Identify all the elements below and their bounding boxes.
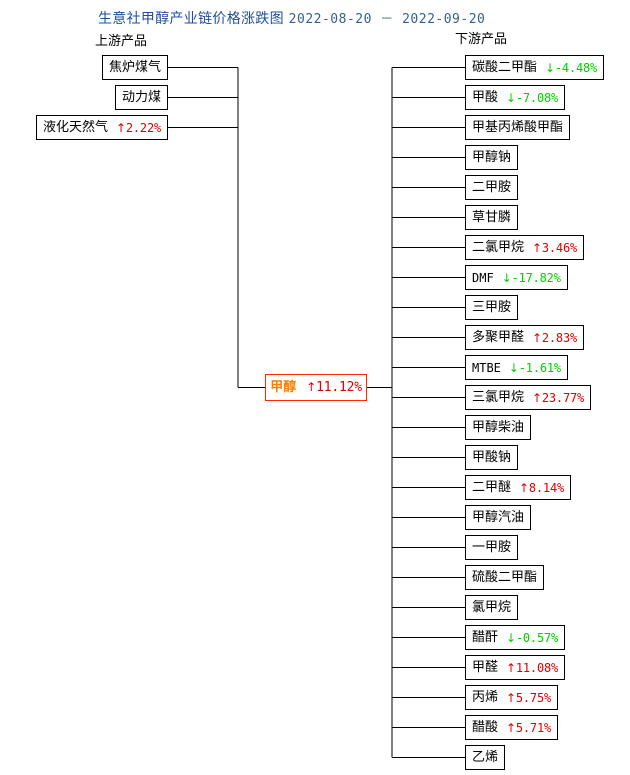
node-label: 三氯甲烷 xyxy=(472,390,525,405)
upstream-node-0[interactable]: 焦炉煤气 xyxy=(101,55,168,80)
arrow-down-icon: ↓ xyxy=(506,90,516,105)
downstream-node-11[interactable]: 三氯甲烷 ↑23.77% xyxy=(465,385,592,410)
title-text: 生意社甲醇产业链价格涨跌图 xyxy=(98,11,284,27)
downstream-node-16[interactable]: 一甲胺 xyxy=(465,535,519,560)
node-change-up: ↑23.77% xyxy=(532,390,585,405)
arrow-up-icon: ↑ xyxy=(532,240,542,255)
node-label: 氯甲烷 xyxy=(472,600,512,615)
node-label: 醋酸 xyxy=(472,720,499,735)
downstream-node-10[interactable]: MTBE ↓-1.61% xyxy=(465,355,568,380)
node-change-up: ↑5.71% xyxy=(506,720,551,735)
node-label: 甲酸 xyxy=(472,90,499,105)
downstream-node-20[interactable]: 甲醛 ↑11.08% xyxy=(465,655,566,680)
downstream-node-5[interactable]: 草甘膦 xyxy=(465,205,519,230)
node-change-up: ↑5.75% xyxy=(506,690,551,705)
node-label: 动力煤 xyxy=(121,90,161,105)
date-range: 2022-08-20 － 2022-09-20 xyxy=(288,12,486,27)
arrow-up-icon: ↑ xyxy=(506,660,516,675)
node-change-up: ↑2.22% xyxy=(116,120,161,135)
node-change-down: ↓-4.48% xyxy=(545,60,598,75)
downstream-node-0[interactable]: 碳酸二甲酯 ↓-4.48% xyxy=(465,55,605,80)
arrow-down-icon: ↓ xyxy=(506,630,516,645)
node-label: 甲醇汽油 xyxy=(472,510,525,525)
node-change-up: ↑2.83% xyxy=(532,330,577,345)
downstream-node-22[interactable]: 醋酸 ↑5.71% xyxy=(465,715,558,740)
node-label: 多聚甲醛 xyxy=(472,330,525,345)
node-change-down: ↓-1.61% xyxy=(508,360,561,375)
node-change-down: ↓-7.08% xyxy=(506,90,559,105)
arrow-up-icon: ↑ xyxy=(116,120,126,135)
arrow-down-icon: ↓ xyxy=(545,60,555,75)
node-change-up: ↑11.12% xyxy=(306,380,362,395)
node-label: 液化天然气 xyxy=(43,120,109,135)
arrow-up-icon: ↑ xyxy=(532,390,542,405)
node-label: 乙烯 xyxy=(472,750,499,765)
arrow-up-icon: ↑ xyxy=(532,330,542,345)
node-label: 焦炉煤气 xyxy=(108,60,161,75)
center-node-methanol[interactable]: 甲醇 ↑11.12% xyxy=(265,374,367,401)
node-label: 三甲胺 xyxy=(472,300,512,315)
arrow-up-icon: ↑ xyxy=(506,720,516,735)
downstream-node-7[interactable]: DMF ↓-17.82% xyxy=(465,265,568,290)
node-label: 碳酸二甲酯 xyxy=(472,60,538,75)
downstream-node-9[interactable]: 多聚甲醛 ↑2.83% xyxy=(465,325,584,350)
arrow-up-icon: ↑ xyxy=(306,380,317,394)
downstream-node-2[interactable]: 甲基丙烯酸甲酯 xyxy=(465,115,571,140)
node-label: 甲基丙烯酸甲酯 xyxy=(472,120,564,135)
node-label: 一甲胺 xyxy=(472,540,512,555)
arrow-up-icon: ↑ xyxy=(519,480,529,495)
node-change-up: ↑11.08% xyxy=(506,660,559,675)
node-label: 丙烯 xyxy=(472,690,499,705)
downstream-node-3[interactable]: 甲醇钠 xyxy=(465,145,519,170)
node-label: MTBE xyxy=(472,360,501,375)
downstream-node-23[interactable]: 乙烯 xyxy=(465,745,506,770)
downstream-node-4[interactable]: 二甲胺 xyxy=(465,175,519,200)
node-change-down: ↓-0.57% xyxy=(506,630,559,645)
arrow-down-icon: ↓ xyxy=(501,270,512,285)
node-label: 醋酐 xyxy=(472,630,499,645)
downstream-node-21[interactable]: 丙烯 ↑5.75% xyxy=(465,685,558,710)
downstream-node-14[interactable]: 二甲醚 ↑8.14% xyxy=(465,475,571,500)
page-title: 生意社甲醇产业链价格涨跌图 2022-08-20 － 2022-09-20 xyxy=(98,8,485,28)
downstream-node-13[interactable]: 甲酸钠 xyxy=(465,445,519,470)
node-label: 甲醇钠 xyxy=(472,150,512,165)
node-label: 甲醛 xyxy=(472,660,499,675)
downstream-node-6[interactable]: 二氯甲烷 ↑3.46% xyxy=(465,235,584,260)
node-label: 硫酸二甲酯 xyxy=(472,570,538,585)
node-change-up: ↑8.14% xyxy=(519,480,564,495)
downstream-node-12[interactable]: 甲醇柴油 xyxy=(465,415,532,440)
upstream-section-label: 上游产品 xyxy=(95,34,148,49)
node-change-down: ↓-17.82% xyxy=(501,270,561,285)
downstream-node-18[interactable]: 氯甲烷 xyxy=(465,595,519,620)
node-change-up: ↑3.46% xyxy=(532,240,577,255)
arrow-up-icon: ↑ xyxy=(506,690,516,705)
node-label: 甲醇柴油 xyxy=(472,420,525,435)
node-label: 甲醇 xyxy=(270,380,297,395)
node-label: 草甘膦 xyxy=(472,210,512,225)
arrow-down-icon: ↓ xyxy=(508,360,519,375)
downstream-node-8[interactable]: 三甲胺 xyxy=(465,295,519,320)
upstream-node-1[interactable]: 动力煤 xyxy=(114,85,168,110)
downstream-node-15[interactable]: 甲醇汽油 xyxy=(465,505,532,530)
node-label: 二甲醚 xyxy=(472,480,512,495)
node-label: 甲酸钠 xyxy=(472,450,512,465)
downstream-section-label: 下游产品 xyxy=(455,32,508,47)
node-label: DMF xyxy=(472,270,494,285)
node-label: 二氯甲烷 xyxy=(472,240,525,255)
downstream-node-17[interactable]: 硫酸二甲酯 xyxy=(465,565,545,590)
downstream-node-19[interactable]: 醋酐 ↓-0.57% xyxy=(465,625,566,650)
downstream-node-1[interactable]: 甲酸 ↓-7.08% xyxy=(465,85,566,110)
upstream-node-2[interactable]: 液化天然气 ↑2.22% xyxy=(36,115,168,140)
node-label: 二甲胺 xyxy=(472,180,512,195)
